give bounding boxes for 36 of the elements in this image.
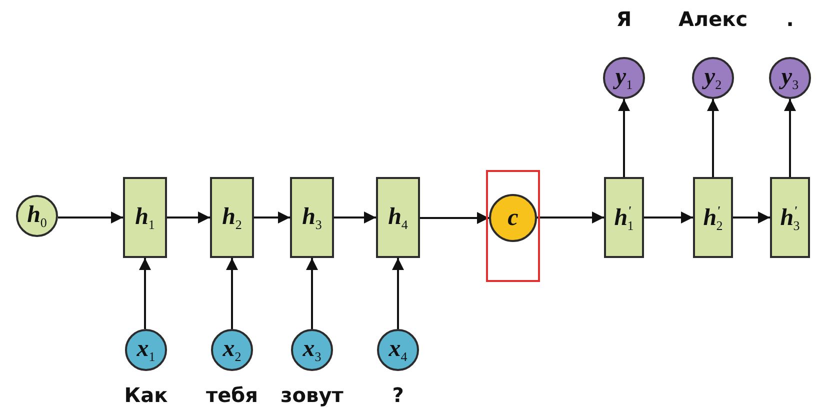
arrow xyxy=(392,258,404,329)
arrow xyxy=(537,212,604,224)
arrow xyxy=(420,212,489,224)
input-circle: x$_{3}$ xyxy=(291,329,333,371)
arrow xyxy=(167,212,210,224)
arrow xyxy=(733,212,770,224)
arrow xyxy=(226,258,238,329)
arrow xyxy=(139,258,151,329)
arrow xyxy=(707,99,719,177)
word-label: ? xyxy=(392,383,404,407)
state-box: h$_{2}$ xyxy=(210,177,254,258)
state-box: h$_{3}$ xyxy=(290,177,334,258)
input-circle: x$_{2}$ xyxy=(211,329,253,371)
arrow xyxy=(306,258,318,329)
input-circle: x$_{1}$ xyxy=(125,329,167,371)
state-box: h$_{4}$ xyxy=(376,177,420,258)
output-circle: y$_{1}$ xyxy=(603,57,645,99)
input-circle: x$_{4}$ xyxy=(377,329,419,371)
arrow xyxy=(254,212,290,224)
word-label: Алекс xyxy=(678,7,748,31)
word-label: Как xyxy=(124,383,168,407)
arrow xyxy=(644,212,693,224)
word-label: . xyxy=(786,7,794,31)
word-label: тебя xyxy=(206,383,258,407)
output-circle: y$_{3}$ xyxy=(769,57,811,99)
arrow xyxy=(784,99,796,177)
word-label: Я xyxy=(616,7,632,31)
arrow xyxy=(618,99,630,177)
word-label: зовут xyxy=(280,383,344,407)
output-circle: y$_{2}$ xyxy=(692,57,734,99)
arrow xyxy=(334,212,376,224)
state-circle: h$_{0}$ xyxy=(16,195,58,237)
state-box: h$_{1}$ xyxy=(123,177,167,258)
arrow xyxy=(58,212,123,224)
context-circle: c xyxy=(489,194,537,242)
highlight-frame xyxy=(486,170,540,282)
